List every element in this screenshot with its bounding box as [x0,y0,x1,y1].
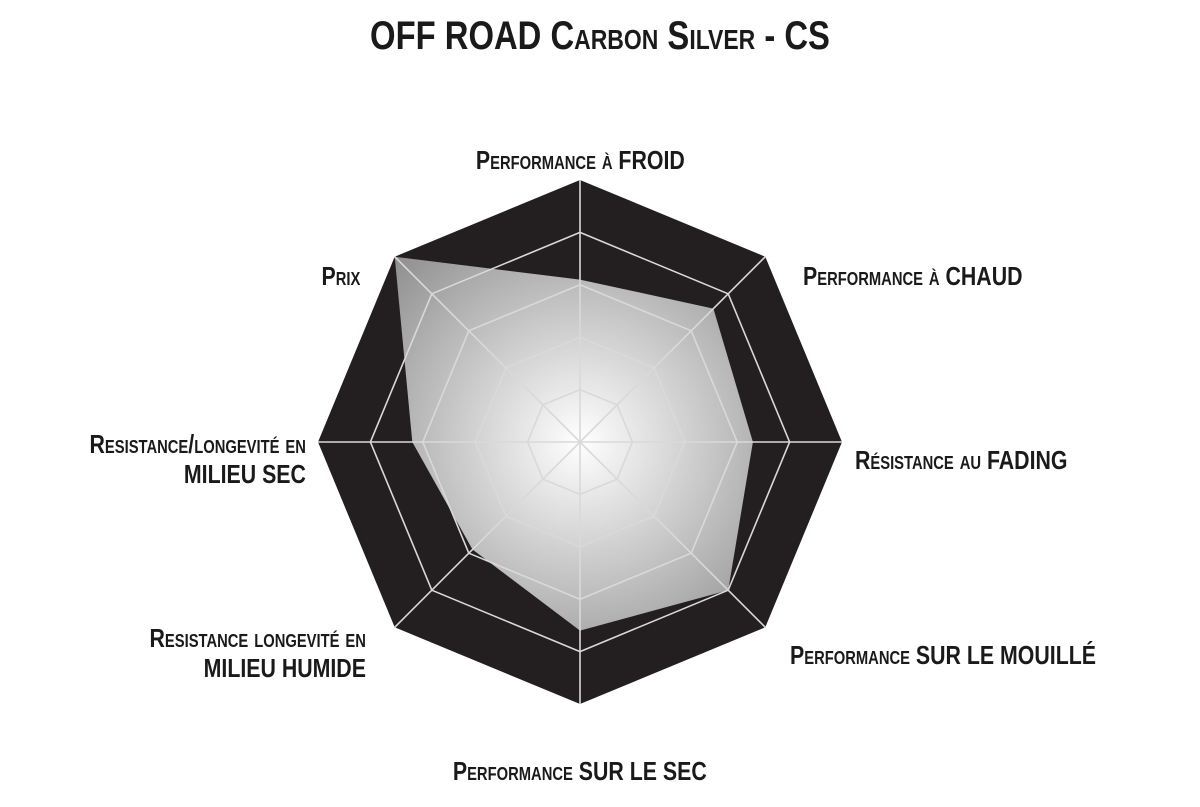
axis-label-part: FROID [617,145,685,175]
axis-label-line: Performance SUR LE MOUILLÉ [790,640,1096,671]
axis-label-part: MILIEU SEC [183,458,306,489]
spoke-humide [394,441,581,628]
axis-label-part: Resistance longevité en [149,623,366,653]
axis-label-line: Résistance au FADING [855,445,1068,476]
axis-label-part: CHAUD [945,261,1023,291]
axis-label-sec: Performance SUR LE SEC [425,756,735,787]
axis-label-part: MILIEU HUMIDE [203,652,366,683]
axis-label-line: MILIEU HUMIDE [150,652,366,684]
axis-label-part: Performance [790,640,916,670]
spoke-chaud [579,256,766,443]
axis-label-line: Performance SUR LE SEC [452,756,707,787]
axis-label-part: Performance à [803,261,946,291]
axis-label-line: MILIEU SEC [90,458,306,490]
axis-label-chaud: Performance à CHAUD [803,261,1071,292]
axis-label-line: Prix [321,261,361,292]
axis-label-line: Performance à FROID [475,145,685,176]
axis-label-part: Resistance/longevité en [89,429,306,459]
axis-label-line: Resistance longevité en [149,623,366,654]
axis-label-part: FADING [986,445,1068,475]
chart-title: OFF ROAD Carbon Silver - CS [108,14,1092,59]
axis-label-part: Performance [452,756,579,786]
axis-label-prix: Prix [313,261,361,292]
chart-title-sub: Carbon Silver - CS [550,14,830,58]
axis-label-part: Performance à [475,145,618,175]
spoke-mouille [579,441,766,628]
spoke-prix [394,256,581,443]
axis-label-line: Resistance/longevité en [89,429,306,460]
axis-label-fading: Résistance au FADING [855,445,1114,476]
axis-label-mouille: Performance SUR LE MOUILLÉ [790,640,1163,671]
axis-label-line: Performance à CHAUD [803,261,1023,292]
chart-title-main: OFF ROAD [370,14,542,58]
axis-label-part: SUR LE SEC [578,756,707,786]
axis-label-part: Résistance au [855,445,987,475]
axis-label-part: SUR LE MOUILLÉ [915,640,1096,670]
axis-label-part: Prix [321,261,361,291]
axis-label-froid: Performance à FROID [453,145,708,176]
